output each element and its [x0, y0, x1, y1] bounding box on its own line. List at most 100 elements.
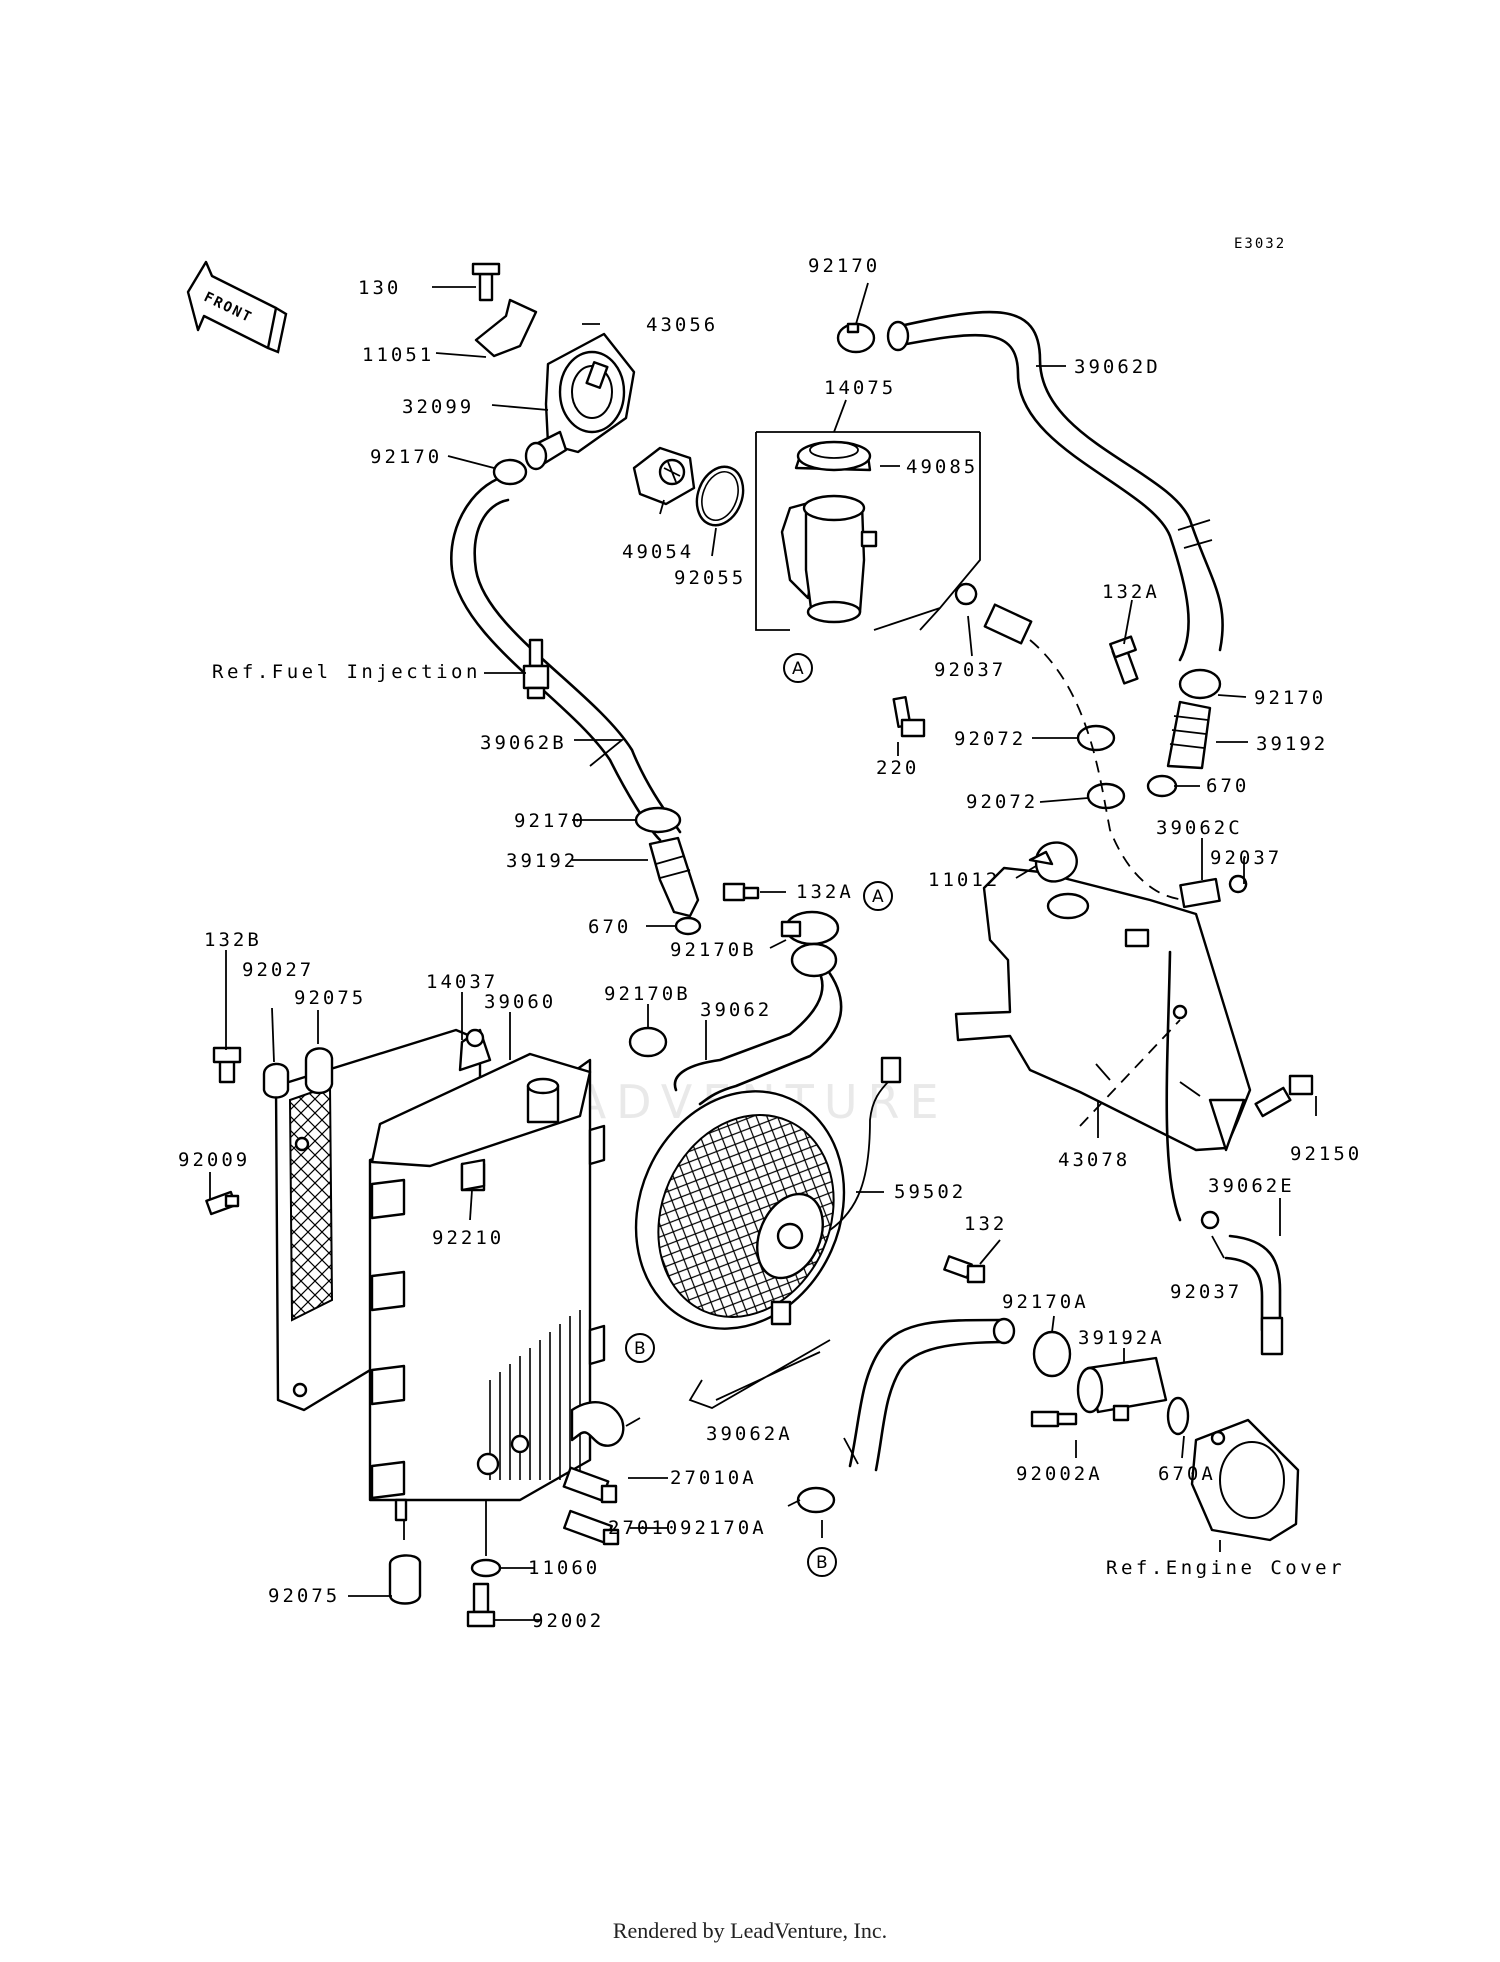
label-92009: 92009: [178, 1149, 250, 1171]
label-49054: 49054: [622, 541, 694, 563]
clamp-92170-left: [492, 458, 528, 486]
elbow-39192-right: [1166, 700, 1212, 770]
label-132A-mid: 132A: [796, 881, 854, 903]
label-11060: 11060: [528, 1557, 600, 1579]
bolt-132B: [212, 1046, 242, 1084]
bolt-132: [943, 1255, 986, 1284]
front-arrow-icon: FRONT: [186, 260, 288, 354]
label-92075-top: 92075: [294, 987, 366, 1009]
cooling-fan-59502: [634, 1056, 902, 1409]
label-92075-bottom: 92075: [268, 1585, 340, 1607]
label-39060: 39060: [484, 991, 556, 1013]
label-670-mid: 670: [588, 916, 631, 938]
label-39062C: 39062C: [1156, 817, 1243, 839]
clamp-92072-a: [1076, 724, 1116, 752]
pipe-39192A: [1076, 1356, 1168, 1422]
label-39192A: 39192A: [1078, 1327, 1165, 1349]
clamp-92170A-b: [796, 1486, 836, 1514]
label-43078: 43078: [1058, 1149, 1130, 1171]
ref-engine-cover: Ref.Engine Cover: [1106, 1557, 1345, 1579]
bracket-14075: [755, 432, 981, 631]
reservoir-tank: [954, 866, 1252, 1152]
o-ring-670-mid: [674, 916, 702, 936]
label-92170B-a: 92170B: [670, 939, 757, 961]
washer-11060: [470, 1558, 502, 1578]
diagram-code: E3032: [1234, 236, 1286, 252]
clamp-92170-mid: [634, 806, 682, 834]
tank-dash: [1079, 1019, 1181, 1127]
bolt-220: [892, 695, 926, 738]
label-92150: 92150: [1290, 1143, 1362, 1165]
label-32099: 32099: [402, 396, 474, 418]
hose-39062D: [894, 310, 1224, 662]
label-92002A: 92002A: [1016, 1463, 1103, 1485]
bolt-132A-top: [1109, 635, 1139, 685]
leader-lines: [209, 282, 1317, 1621]
label-92055: 92055: [674, 567, 746, 589]
thermostat-housing: [471, 262, 636, 471]
label-39062A: 39062A: [706, 1423, 793, 1445]
label-92210: 92210: [432, 1227, 504, 1249]
sensor-27010: [563, 1509, 620, 1546]
connector-a-label: A: [872, 887, 884, 907]
hose-39062-end: [790, 942, 838, 978]
footer-credit: Rendered by LeadVenture, Inc.: [612, 1918, 888, 1943]
label-132B: 132B: [204, 929, 262, 951]
hose-band: [1177, 519, 1213, 549]
label-92170-left: 92170: [370, 446, 442, 468]
hose-39062B: [450, 474, 682, 842]
radiator-39060: [368, 1028, 606, 1522]
breather-line: [1029, 639, 1191, 901]
label-59502: 59502: [894, 1181, 966, 1203]
label-92170A-b: 92170A: [680, 1517, 767, 1539]
connector-a-label: A: [792, 659, 804, 679]
label-27010: 27010: [608, 1517, 680, 1539]
label-39062D: 39062D: [1074, 356, 1161, 378]
hose-39062E-end: [1260, 1316, 1284, 1356]
tank-hose: [1165, 950, 1182, 1222]
label-39192-right: 39192: [1256, 733, 1328, 755]
label-92170B-b: 92170B: [604, 983, 691, 1005]
radiator-fins: [489, 1310, 581, 1480]
connector-b-radiator: B: [625, 1333, 655, 1363]
clamp-92170A-a: [1032, 1330, 1072, 1378]
hose-end: [886, 320, 910, 352]
label-220: 220: [876, 757, 919, 779]
clamp-92170-right: [1178, 668, 1222, 700]
label-39192-mid: 39192: [506, 850, 578, 872]
connector-b-label: B: [634, 1339, 646, 1359]
connector-a-mid: A: [863, 881, 893, 911]
label-14075: 14075: [824, 377, 896, 399]
filler-neck: [780, 494, 878, 624]
thermostat: [632, 446, 696, 506]
bolt-132A-mid: [722, 882, 760, 902]
o-ring-92055: [695, 465, 745, 527]
label-92170A-a: 92170A: [1002, 1291, 1089, 1313]
label-11051: 11051: [362, 344, 434, 366]
o-ring-670A: [1166, 1396, 1190, 1436]
clamp-92170B-a: [780, 910, 840, 946]
label-92037-low: 92037: [1170, 1281, 1242, 1303]
label-92170-mid: 92170: [514, 810, 586, 832]
clip-92037-mid: [1228, 874, 1248, 894]
bolt-92150: [1254, 1074, 1314, 1118]
hose-39062A: [848, 1318, 1010, 1472]
clip-92037-top: [954, 582, 978, 606]
ref-fuel-injection: Ref.Fuel Injection: [212, 661, 481, 683]
grommet-92075-top: [304, 1047, 334, 1095]
radiator-cap: [794, 440, 872, 472]
connector-b-hose: B: [807, 1547, 837, 1577]
label-49085: 49085: [906, 456, 978, 478]
engine-cover: [1190, 1418, 1300, 1542]
label-670-right: 670: [1206, 775, 1249, 797]
label-132A-top: 132A: [1102, 581, 1160, 603]
clip-92210: [460, 1158, 486, 1192]
clamp-92170B-b: [628, 1026, 668, 1058]
elbow-39192-mid: [648, 836, 700, 918]
label-11012: 11012: [928, 869, 1000, 891]
label-670A: 670A: [1158, 1463, 1216, 1485]
label-92072-a: 92072: [954, 728, 1026, 750]
sensor-fuel-injection: [522, 638, 550, 700]
cap-11012: [1028, 841, 1078, 883]
